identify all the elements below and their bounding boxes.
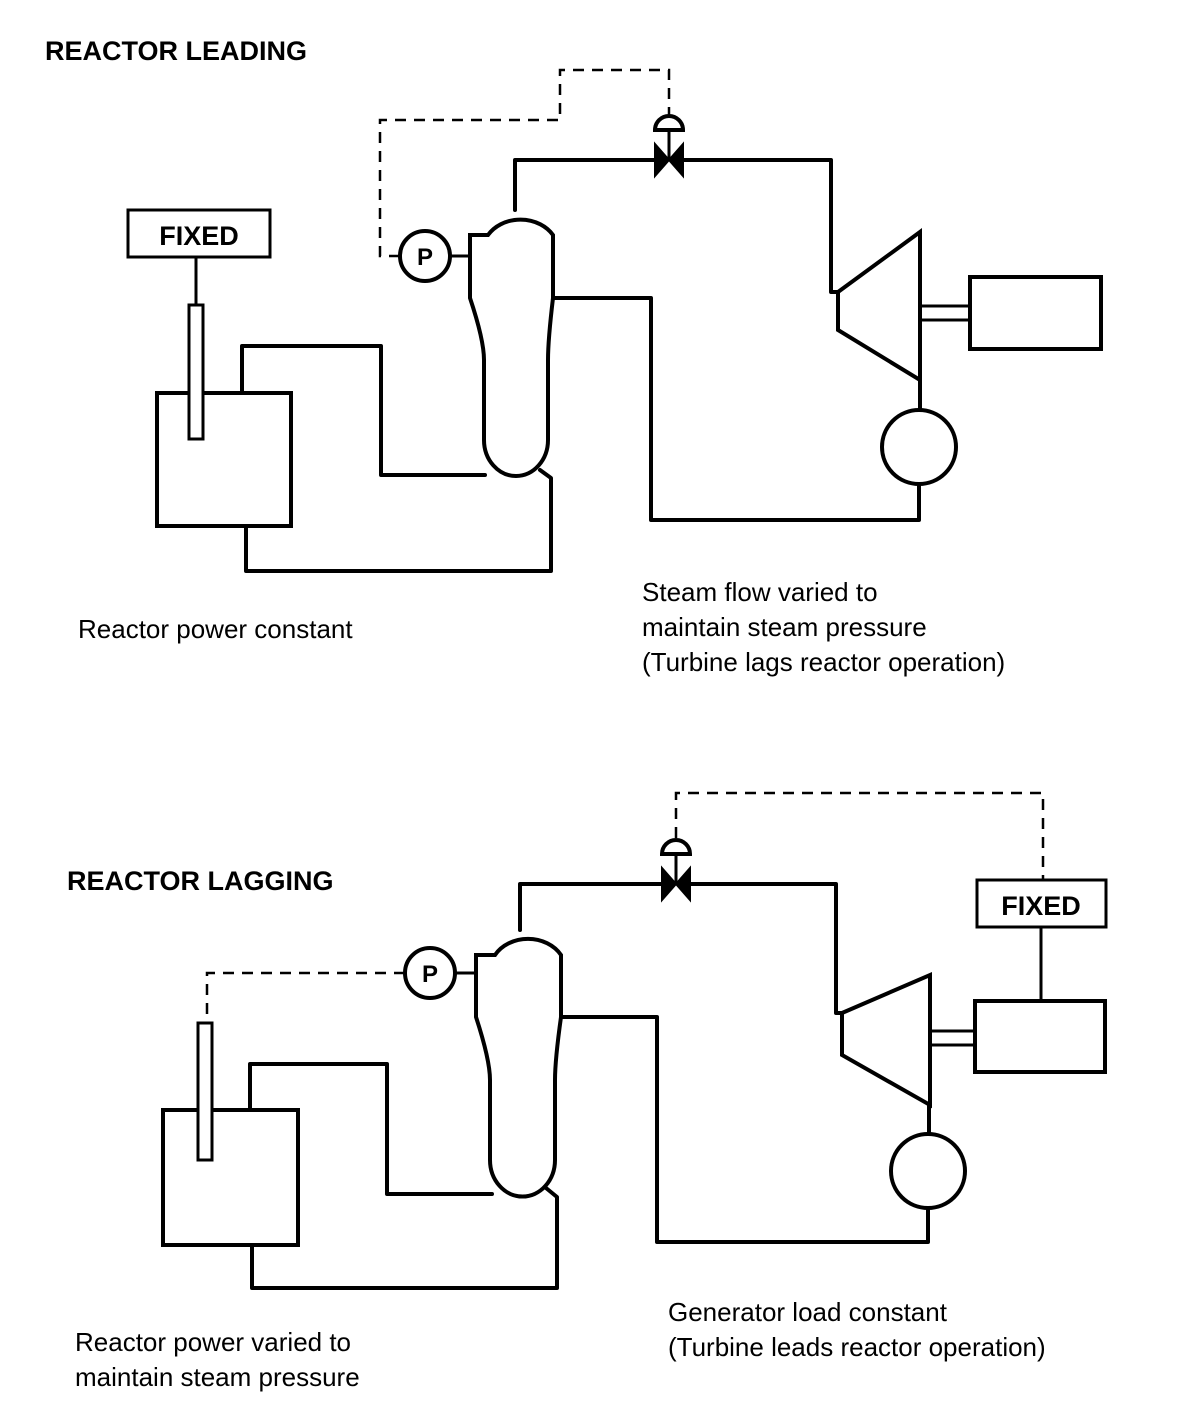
fixed-setpoint-box: FIXED <box>126 208 272 259</box>
main-steam-line-to-turbine <box>688 882 844 1015</box>
caption-left: Reactor power constant <box>78 614 353 644</box>
feedwater-line <box>551 296 921 522</box>
primary-hot-leg <box>248 1062 494 1196</box>
primary-hot-leg <box>240 344 487 477</box>
control-rod <box>196 1021 214 1162</box>
steam-generator <box>468 217 555 478</box>
pressure-sensor: P <box>403 946 457 1000</box>
turbine <box>840 971 932 1109</box>
main-steam-line-to-turbine <box>682 158 840 294</box>
fixed-label: FIXED <box>1001 891 1081 921</box>
reactor-leading-panel: REACTOR LEADING FIXED P <box>45 36 1103 677</box>
caption-right: Steam flow varied to maintain steam pres… <box>642 577 1005 677</box>
turbine <box>836 228 922 384</box>
condenser <box>889 1132 967 1210</box>
pressure-label: P <box>422 961 438 988</box>
reactor-lagging-heading: REACTOR LAGGING <box>67 866 334 896</box>
reactor-lagging-panel: REACTOR LAGGING P <box>67 791 1108 1392</box>
condenser <box>880 408 958 486</box>
primary-cold-leg <box>250 1186 559 1290</box>
throttle-valve-icon <box>659 838 693 903</box>
throttle-valve-icon <box>652 114 686 179</box>
reactor-vessel <box>155 391 293 528</box>
pressure-label: P <box>417 244 433 271</box>
main-steam-line <box>518 882 663 932</box>
reactor-leading-heading: REACTOR LEADING <box>45 36 307 66</box>
generator <box>973 999 1107 1074</box>
fixed-label: FIXED <box>159 221 239 251</box>
caption-left: Reactor power varied to maintain steam p… <box>75 1327 360 1392</box>
pressure-control-signal <box>378 68 671 258</box>
load-control-signal <box>674 791 1045 880</box>
generator <box>968 275 1103 351</box>
primary-cold-leg <box>244 468 553 573</box>
pressure-sensor: P <box>398 229 452 283</box>
caption-right: Generator load constant (Turbine leads r… <box>668 1297 1046 1362</box>
fixed-setpoint-box: FIXED <box>975 878 1108 929</box>
pressure-control-signal <box>205 971 405 1023</box>
control-rod <box>187 303 205 441</box>
reactor-vessel <box>161 1108 300 1247</box>
steam-generator <box>474 936 563 1199</box>
feedwater-line <box>559 1015 930 1244</box>
main-steam-line <box>513 158 656 212</box>
